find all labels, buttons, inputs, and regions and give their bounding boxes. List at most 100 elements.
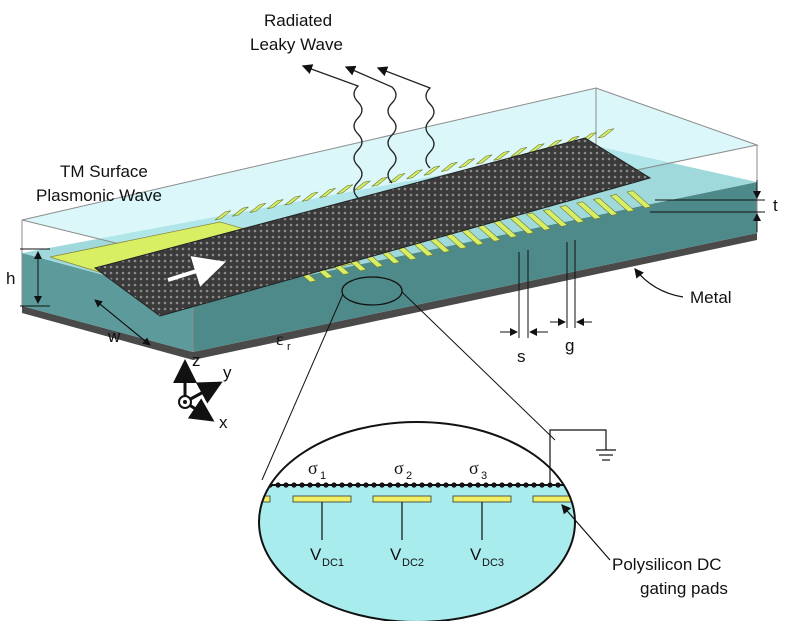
graphene-sheet: [93, 137, 652, 317]
graphene-bead: [523, 482, 529, 488]
tm-label-line2: Plasmonic Wave: [36, 186, 162, 205]
sigma-1-sub: 1: [320, 470, 326, 482]
gating-pad: [559, 205, 585, 224]
graphene-bead: [499, 482, 505, 488]
gating-pad: [354, 180, 371, 191]
sigma-2: σ: [394, 458, 404, 478]
vdc-1: V: [310, 545, 322, 564]
graphene-bead: [459, 482, 465, 488]
ground-wire: [549, 429, 607, 485]
radiated-wave-arrow-3: [376, 66, 435, 169]
gating-pad: [626, 190, 652, 209]
gating-pad: [597, 128, 615, 139]
graphene-bead: [507, 482, 513, 488]
gating-pad: [388, 173, 406, 184]
vdc-3-sub: DC3: [482, 557, 504, 569]
gating-pad: [609, 194, 635, 213]
radiated-wave-arrow-2: [344, 65, 397, 184]
dim-t: t: [773, 196, 778, 215]
propagation-arrow: [167, 256, 226, 287]
graphene-bead: [339, 482, 345, 488]
graphene-bead: [363, 482, 369, 488]
gating-pad: [525, 212, 552, 231]
radiated-wave-arrow-1: [301, 64, 363, 199]
sigma-3-sub: 3: [481, 470, 487, 482]
dim-w: w: [107, 327, 121, 346]
graphene-bead: [515, 482, 521, 488]
gating-pad: [510, 147, 528, 157]
graphene-bead: [299, 482, 305, 488]
gating-pad: [592, 197, 619, 216]
gating-pads-front: [291, 190, 652, 283]
graphene-bead: [395, 482, 401, 488]
gating-pad: [284, 195, 301, 206]
graphene-bead: [387, 482, 393, 488]
graphene-bead: [259, 482, 265, 488]
zoom-circle: [341, 276, 403, 306]
gating-pad: [458, 158, 475, 169]
graphene-bead: [379, 482, 385, 488]
gating-pad: [493, 150, 510, 161]
tm-label-line1: TM Surface: [60, 162, 148, 181]
graphene-bead: [435, 482, 441, 488]
graphene-bead: [323, 482, 329, 488]
sigma-1: σ: [308, 458, 318, 478]
vdc-2-sub: DC2: [402, 557, 424, 569]
vdc-3: V: [470, 545, 482, 564]
axis-x: x: [219, 413, 228, 432]
poly-label-line2: gating pads: [640, 579, 728, 598]
graphene-bead: [283, 482, 289, 488]
dim-g: g: [565, 336, 574, 355]
gating-pad: [267, 199, 284, 210]
gating-pad: [406, 169, 423, 180]
gating-pad: [319, 188, 336, 198]
graphene-bead: [443, 482, 449, 488]
graphene-bead: [371, 482, 377, 488]
substrate-front-face: [22, 253, 193, 352]
graphene-bead: [475, 482, 481, 488]
gating-pad: [232, 206, 249, 217]
graphene-bead: [555, 482, 561, 488]
graphene-bead: [411, 482, 417, 488]
gating-pad: [249, 202, 267, 213]
dim-h: h: [6, 269, 15, 288]
vdc-2: V: [390, 545, 402, 564]
graphene-bead: [307, 482, 313, 488]
substrate-side-face: [193, 182, 757, 352]
radiated-label-line2: Leaky Wave: [250, 35, 343, 54]
graphene-bead: [571, 482, 575, 488]
graphene-bead: [315, 482, 321, 488]
gating-pad: [576, 201, 602, 220]
graphene-bead: [451, 482, 457, 488]
graphene-bead: [531, 482, 537, 488]
metal-label: Metal: [690, 288, 732, 307]
graphene-bead: [403, 482, 409, 488]
gating-pad: [441, 161, 458, 172]
sigma-3: σ: [469, 458, 479, 478]
dim-eps-sub: r: [287, 341, 291, 353]
poly-label-line1: Polysilicon DC: [612, 555, 722, 574]
graphene-bead: [483, 482, 489, 488]
graphene-bead: [275, 482, 281, 488]
vdc-1-sub: DC1: [322, 557, 344, 569]
gating-pad: [423, 165, 441, 176]
axis-z: z: [192, 351, 201, 370]
gating-pad: [475, 154, 493, 165]
axis-y: y: [223, 363, 232, 382]
gating-pads-back: [214, 128, 615, 221]
gating-pad: [509, 216, 535, 235]
gating-pad: [301, 191, 319, 202]
dim-eps: ε: [276, 329, 284, 349]
graphene-bead: [427, 482, 433, 488]
gating-pad: [542, 208, 568, 227]
graphene-bead: [467, 482, 473, 488]
graphene-bead: [355, 482, 361, 488]
radiated-label-line1: Radiated: [264, 11, 332, 30]
graphene-bead: [347, 482, 353, 488]
graphene-bead: [419, 482, 425, 488]
gating-pad: [214, 210, 232, 221]
gating-pad: [336, 184, 354, 195]
graphene-bead: [291, 482, 297, 488]
graphene-bead: [539, 482, 545, 488]
